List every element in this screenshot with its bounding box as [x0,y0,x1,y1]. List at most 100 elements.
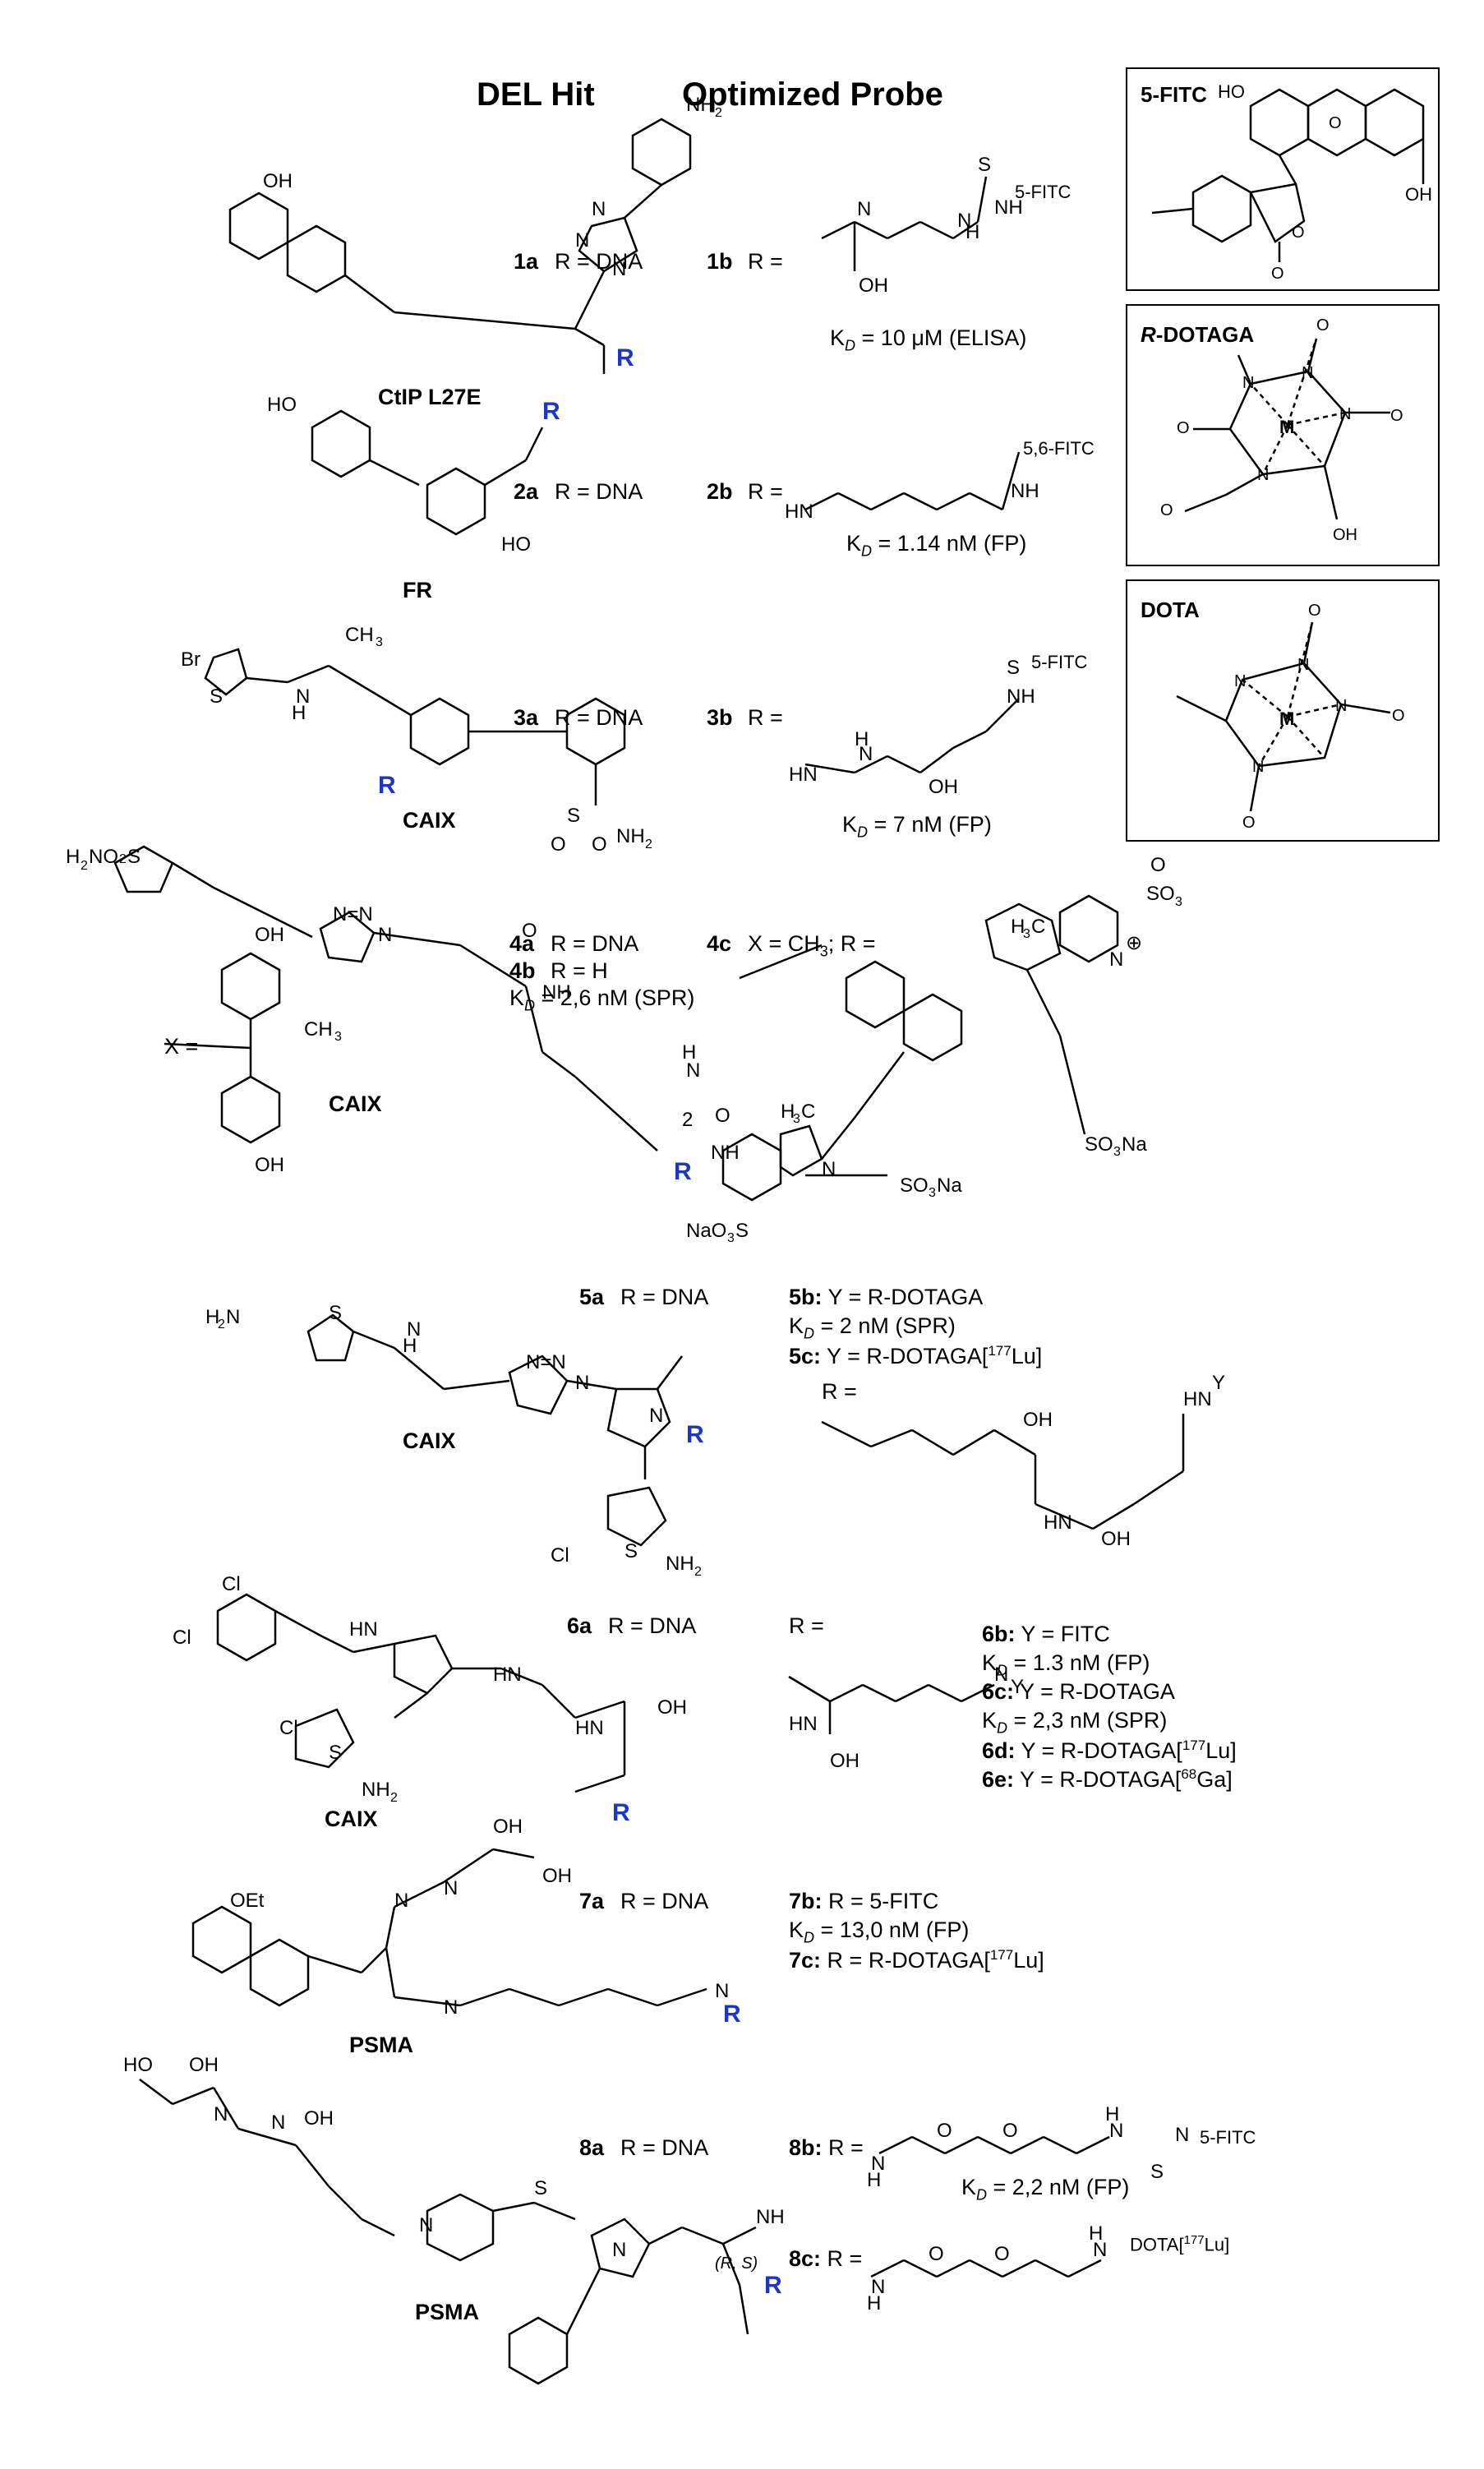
svg-text:H: H [292,702,306,724]
svg-text:N: N [592,198,606,220]
svg-text:NH: NH [756,2206,785,2228]
svg-text:N: N [1234,672,1246,690]
kd-3b: KD = 7 nM (FP) [842,812,992,841]
svg-text:OH: OH [657,1696,687,1719]
line-8c: 8c: R = [789,2246,863,2271]
svg-text:2: 2 [645,838,652,851]
svg-text:O: O [1242,814,1256,832]
svg-text:H: H [1105,2103,1119,2125]
hit-text-4a: R = DNA [551,931,639,956]
svg-text:O: O [1316,316,1330,335]
hit-text-3a: R = DNA [555,705,643,730]
svg-text:N: N [1093,2239,1107,2261]
kd-7b: KD = 13,0 nM (FP) [789,1918,970,1946]
probe-text-1b: R = [748,249,783,274]
svg-text:2: 2 [81,859,88,873]
svg-text:N: N [1297,656,1309,674]
svg-text:2: 2 [119,852,127,866]
probe-text-3b: R = [748,705,783,730]
svg-text:R: R [378,772,396,799]
svg-text:OEt: OEt [230,1890,265,1912]
svg-text:HO: HO [123,2054,153,2076]
svg-text:H: H [66,846,80,868]
svg-text:S: S [978,154,991,176]
kd-8b: KD = 2,2 nM (FP) [961,2175,1130,2204]
tag-1b: 5-FITC [1015,182,1072,202]
tag-8b: 5-FITC [1200,2127,1256,2148]
tag-8c: DOTA[177Lu] [1130,2233,1230,2255]
svg-text:NH: NH [542,981,571,1004]
svg-text:NH: NH [666,1553,694,1575]
svg-text:N: N [1242,374,1254,392]
hit-text-8a: R = DNA [620,2135,709,2160]
dota-structure: M N N N N O O O [1176,602,1405,832]
svg-text:S: S [624,1540,638,1562]
svg-text:H: H [1011,916,1025,938]
svg-text:S: S [329,1302,342,1324]
fitc-box-label: 5-FITC [1141,82,1207,107]
svg-text:HN: HN [789,764,818,786]
svg-text:N: N [1109,2120,1123,2142]
probe-text-4c: X = CH3; R = [748,931,876,960]
dota-box: DOTA M N N N N O O O [1126,579,1440,842]
svg-text:N: N [859,743,873,765]
compound-4c: 4c [707,931,732,956]
svg-text:Y: Y [1212,1372,1225,1394]
svg-text:HN: HN [1183,1388,1212,1410]
hit-text-7a: R = DNA [620,1889,709,1913]
compound-2a: 2a [514,479,539,504]
svg-text:N=N: N=N [333,903,373,925]
svg-text:OH: OH [263,170,293,192]
svg-text:HN: HN [349,1618,378,1641]
line-6c: 6c: Y = R-DOTAGA [982,1679,1175,1704]
svg-text:S: S [1007,657,1020,679]
svg-text:OH: OH [189,2054,219,2076]
svg-text:O: O [522,920,537,942]
svg-text:NH: NH [362,1779,390,1801]
svg-text:3: 3 [334,1030,342,1044]
hit-text-4b: R = H [551,958,608,983]
svg-text:H: H [966,221,979,243]
compound-6a: 6a [567,1613,592,1638]
target-label-row5: CAIX [403,1428,456,1453]
svg-text:SO: SO [1085,1133,1113,1156]
svg-text:S: S [127,846,141,868]
line-8b: 8b: R = [789,2135,864,2160]
svg-text:O: O [715,1105,730,1127]
svg-text:3: 3 [376,635,383,649]
kd-6c: KD = 2,3 nM (SPR) [982,1708,1168,1737]
line-5c: 5c: Y = R-DOTAGA[177Lu] [789,1343,1043,1368]
svg-text:O: O [929,2243,944,2265]
svg-text:O: O [1392,707,1405,725]
target-label-row4: CAIX [329,1091,382,1116]
svg-text:3: 3 [727,1231,735,1245]
compound-1b: 1b [707,249,733,274]
svg-text:N: N [575,1372,589,1394]
svg-text:O: O [1292,224,1305,242]
svg-text:OH: OH [1405,184,1432,205]
svg-text:OH: OH [304,2107,334,2130]
svg-text:NH: NH [686,94,715,116]
svg-text:O: O [1150,854,1166,876]
svg-text:HO: HO [267,394,297,416]
svg-text:C: C [801,1101,815,1123]
svg-text:O: O [937,2120,952,2142]
svg-text:N: N [871,2153,885,2175]
svg-text:2: 2 [390,1791,398,1805]
svg-text:S: S [329,1742,342,1764]
svg-text:N: N [649,1405,663,1427]
svg-text:Cl: Cl [551,1544,569,1567]
hit-text-6a: R = DNA [608,1613,697,1638]
line-5b: 5b: Y = R-DOTAGA [789,1285,984,1309]
svg-text:N: N [226,1306,240,1328]
svg-text:NH: NH [616,825,645,847]
svg-text:N: N [1335,697,1347,715]
svg-text:Cl: Cl [279,1717,298,1739]
svg-text:N: N [857,198,871,220]
svg-text:2: 2 [715,106,722,120]
kd-2b: KD = 1.14 nM (FP) [846,531,1027,560]
svg-text:H: H [682,1041,696,1064]
svg-text:N: N [612,258,626,280]
compound-2b: 2b [707,479,733,504]
